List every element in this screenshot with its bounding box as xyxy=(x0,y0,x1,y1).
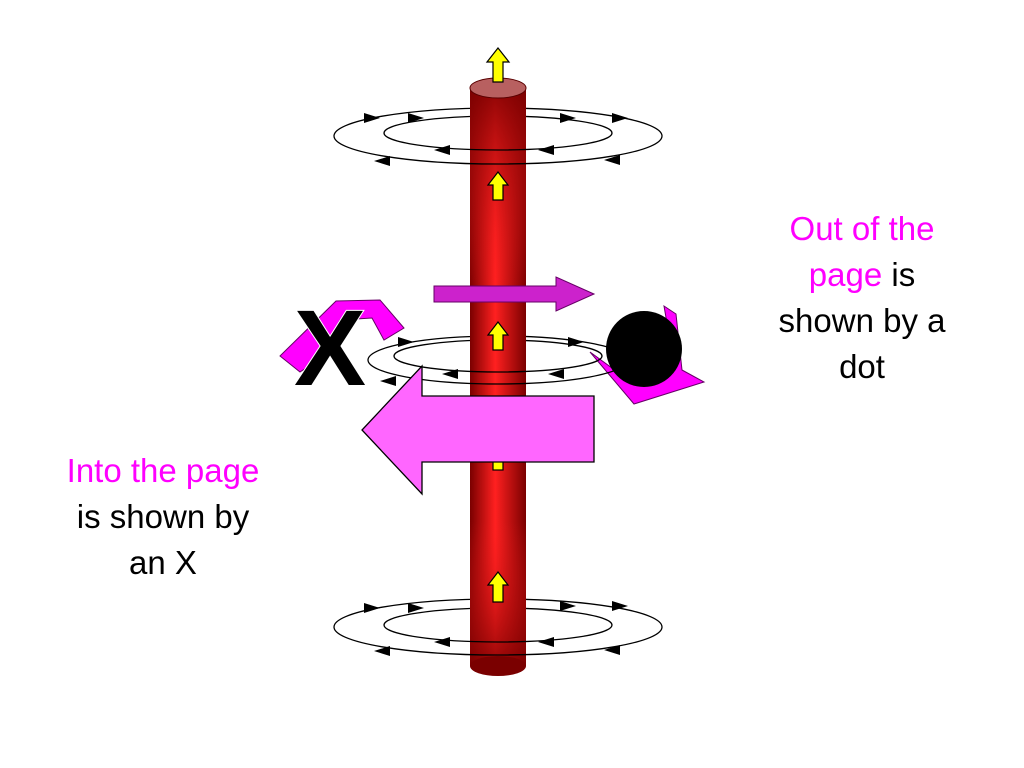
into-page-highlight: Into the page xyxy=(66,452,260,489)
small-right-arrow xyxy=(433,276,596,312)
out-of-page-highlight-1: Out of the xyxy=(789,210,935,247)
out-of-page-line2: page is xyxy=(742,252,982,298)
current-arrow-upper xyxy=(486,171,510,201)
rotation-arrow-left xyxy=(279,299,405,373)
out-of-page-highlight-2: page xyxy=(808,256,883,293)
out-of-page-line1: Out of the xyxy=(742,206,982,252)
current-arrow-bottom xyxy=(486,571,510,603)
out-of-page-rest-2: is xyxy=(882,256,916,293)
out-of-page-caption: Out of the page is shown by a dot xyxy=(742,206,982,390)
dot-symbol xyxy=(606,311,682,387)
current-arrows xyxy=(485,47,511,603)
out-of-page-line3: shown by a xyxy=(778,302,946,339)
into-page-line1: Into the page xyxy=(38,448,288,494)
x-symbol: X xyxy=(294,287,366,408)
into-page-line2: is shown by xyxy=(76,498,250,535)
current-arrow-middle xyxy=(486,321,510,351)
current-arrow-top xyxy=(485,47,511,83)
field-direction-arrows xyxy=(364,113,628,656)
large-left-arrow xyxy=(361,364,595,496)
into-page-caption: Into the page is shown by an X xyxy=(38,448,288,586)
into-page-line3: an X xyxy=(129,544,197,581)
out-of-page-line4: dot xyxy=(839,348,885,385)
